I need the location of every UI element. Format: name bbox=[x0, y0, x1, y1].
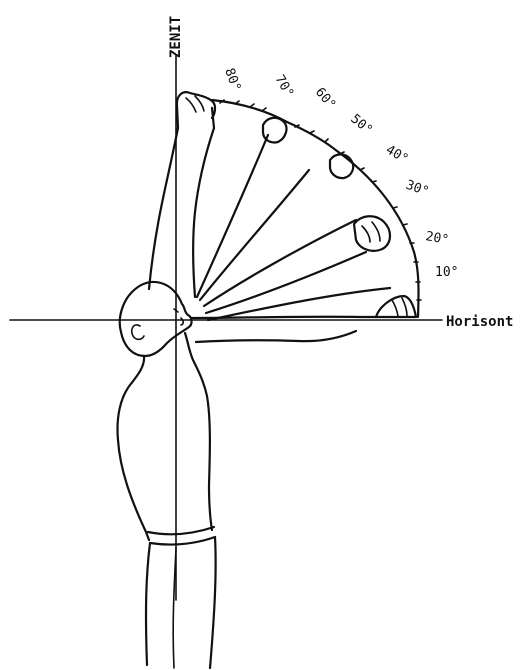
angle-70: 70° bbox=[272, 73, 297, 101]
fist-top-fingers bbox=[186, 96, 204, 112]
torso bbox=[118, 356, 150, 540]
fist-30-fingers bbox=[362, 222, 380, 242]
leg-inner bbox=[173, 548, 176, 668]
waistband bbox=[148, 527, 215, 545]
angle-40: 40° bbox=[383, 142, 411, 167]
arm-horizontal bbox=[192, 317, 416, 318]
arm-vertical bbox=[149, 106, 178, 289]
zenith-label: ZENIT bbox=[168, 16, 184, 58]
fist-70 bbox=[263, 118, 286, 143]
angle-20: 20° bbox=[424, 229, 450, 248]
head bbox=[120, 282, 192, 356]
angle-30: 30° bbox=[404, 178, 431, 200]
ear bbox=[132, 325, 144, 339]
angle-50: 50° bbox=[347, 112, 375, 139]
torso-front bbox=[185, 333, 212, 530]
arm-60 bbox=[200, 170, 309, 300]
angle-60: 60° bbox=[312, 85, 339, 113]
horizon-label: Horisont bbox=[446, 314, 513, 330]
leg-front bbox=[210, 537, 216, 668]
angle-10: 10° bbox=[435, 265, 458, 280]
fist-50 bbox=[330, 154, 353, 178]
arm-horizontal-under bbox=[196, 331, 356, 342]
sweep-arc bbox=[212, 100, 419, 317]
leg-back bbox=[146, 543, 150, 665]
hand-horizontal-fingers bbox=[392, 298, 407, 316]
angle-80: 80° bbox=[221, 66, 243, 93]
